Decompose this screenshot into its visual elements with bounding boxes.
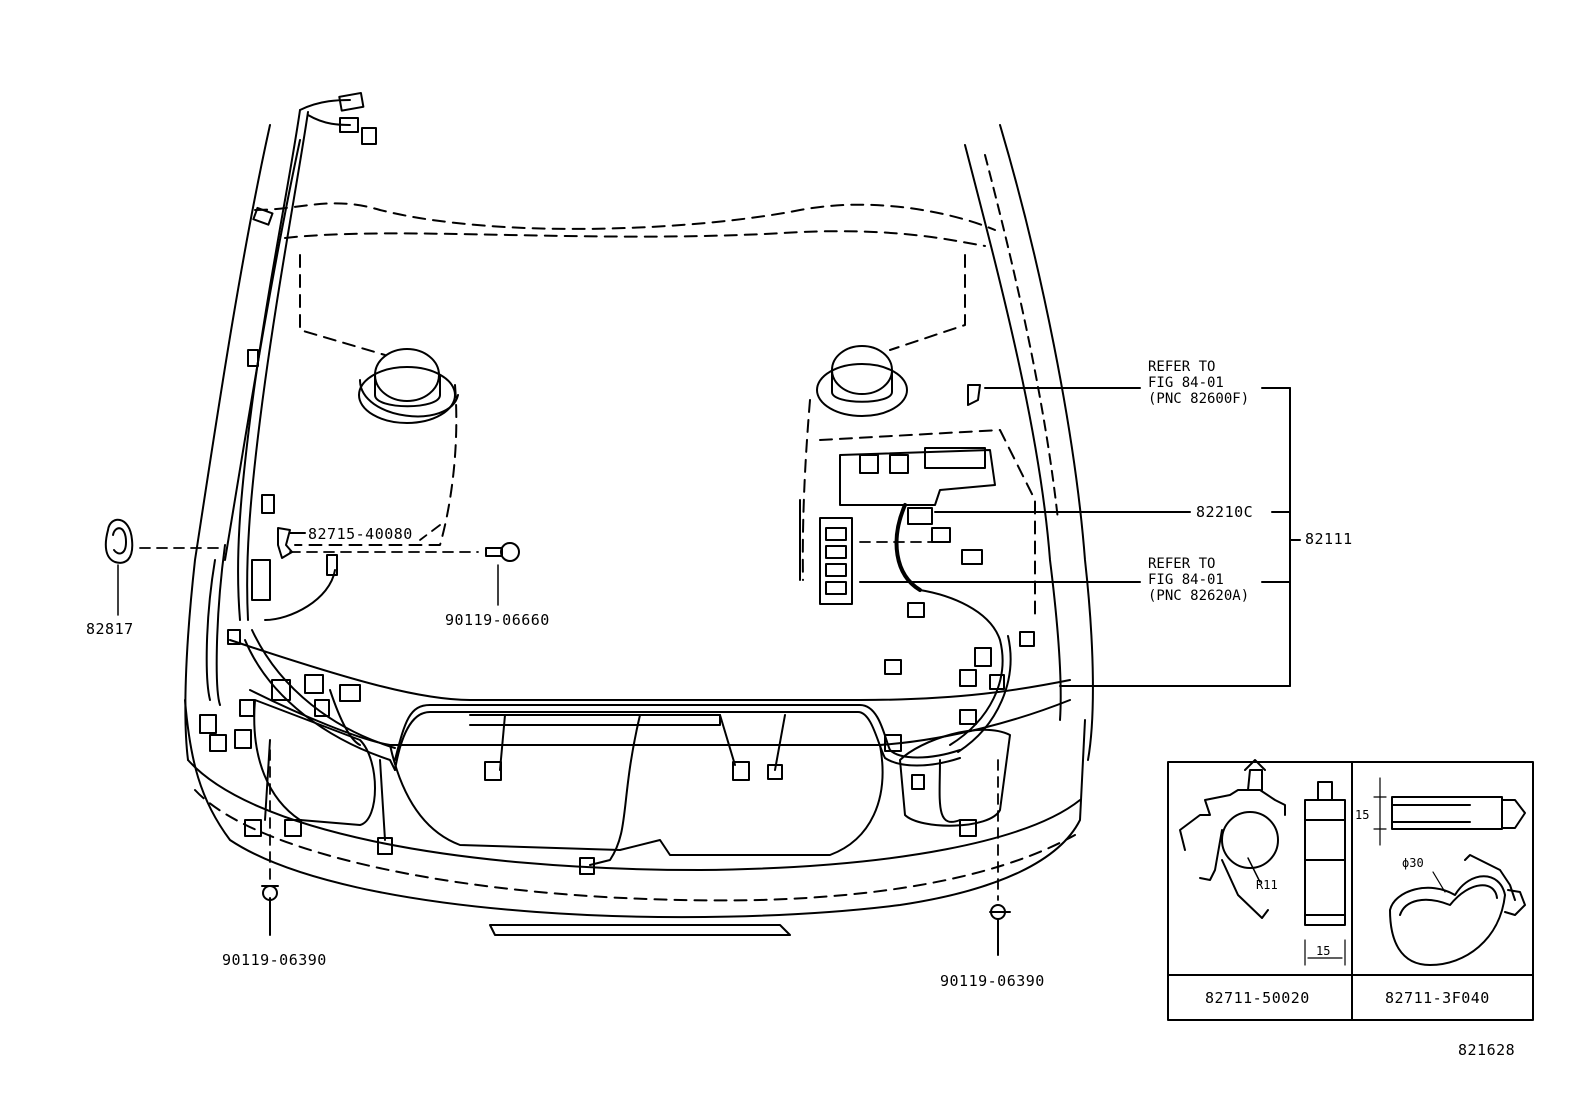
inset-dim-15-left: 15 [1316, 944, 1331, 958]
bolt-90119-06660 [485, 542, 520, 606]
junction-block [799, 384, 1036, 621]
inset-dim-phi30: ϕ30 [1402, 856, 1424, 870]
refer-note-lower-line3: (PNC 82620A) [1148, 588, 1250, 604]
harness-connectors [199, 91, 1035, 875]
refer-note-upper-line3: (PNC 82600F) [1148, 391, 1250, 407]
part-label-90119-06390-right: 90119-06390 [940, 972, 1045, 990]
part-label-82715-40080: 82715-40080 [308, 525, 413, 543]
clip-detail-inset [1167, 759, 1534, 1021]
dashed-leaders [139, 524, 999, 901]
refer-note-lower-line1: REFER TO [1148, 556, 1216, 572]
inset-dim-r11: R11 [1256, 878, 1278, 892]
solid-leaders [289, 387, 1301, 687]
wire-harness [205, 99, 1012, 866]
part-label-82817: 82817 [86, 620, 134, 638]
grommet-82817 [104, 518, 134, 616]
part-label-82210C: 82210C [1196, 503, 1254, 521]
inset-part-label-right: 82711-3F040 [1385, 989, 1490, 1007]
bolt-90119-06390-left [261, 885, 279, 936]
figure-id: 821628 [1458, 1041, 1516, 1059]
refer-note-upper-line2: FIG 84-01 [1148, 375, 1224, 391]
inset-part-label-left: 82711-50020 [1205, 989, 1310, 1007]
part-label-82111: 82111 [1305, 530, 1353, 548]
part-label-90119-06390-left: 90119-06390 [222, 951, 327, 969]
bolt-90119-06390-right [989, 904, 1011, 956]
refer-note-upper: REFER TO FIG 84-01 (PNC 82600F) [1148, 359, 1249, 407]
refer-note-upper-line1: REFER TO [1148, 359, 1216, 375]
refer-note-lower-line2: FIG 84-01 [1148, 572, 1224, 588]
inset-dim-15-right: 15 [1355, 808, 1370, 822]
part-label-90119-06660: 90119-06660 [445, 611, 550, 629]
refer-note-lower: REFER TO FIG 84-01 (PNC 82620A) [1148, 556, 1249, 604]
